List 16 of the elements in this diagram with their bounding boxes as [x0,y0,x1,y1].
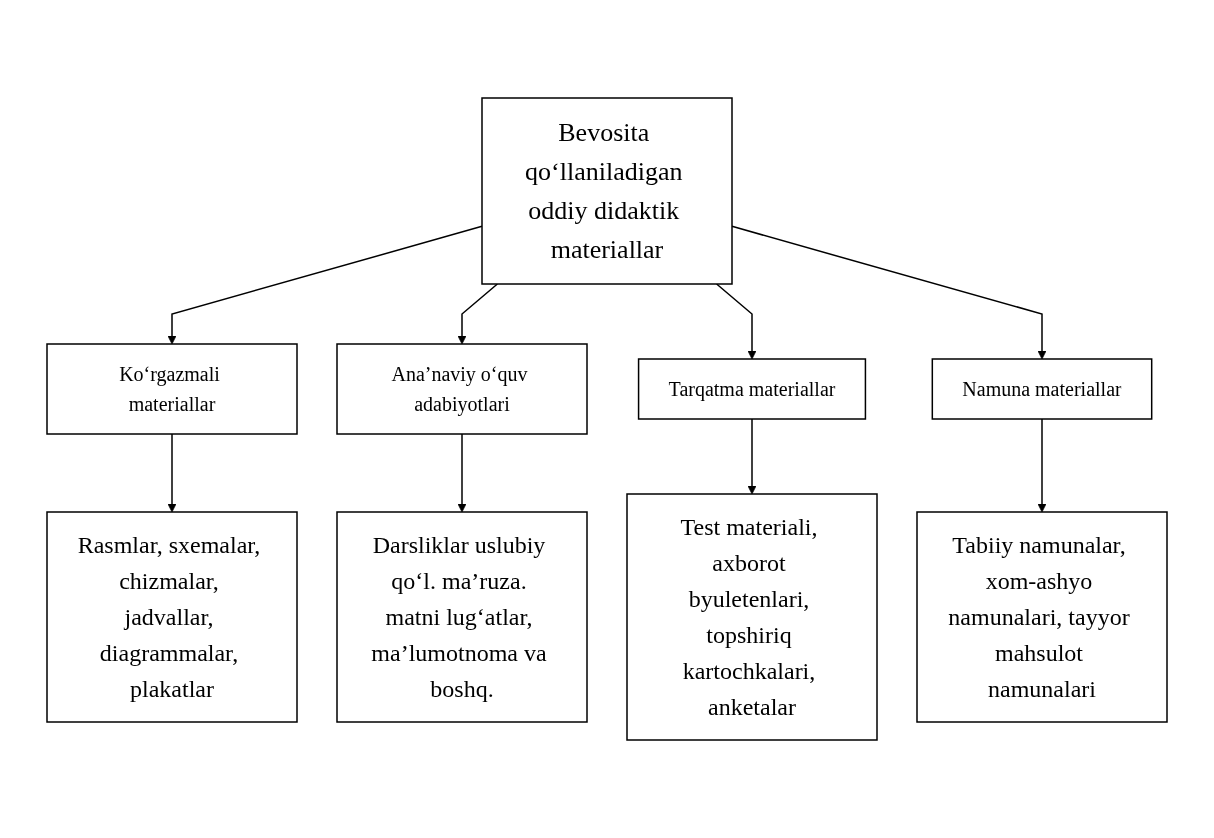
arrow [167,225,483,345]
node-box: Ana’naviy o‘quv adabiyotlari [336,343,588,435]
node-box: Rasmlar, sxemalar, chizmalar, jadvallar, diagrammalar, plakatlar [46,511,298,723]
arrow [457,283,499,345]
arrow [715,283,757,360]
node-box: Darsliklar uslubiy qo‘l. ma’ruza. matni lug‘atlar, ma’lumotnoma va boshq. [336,511,588,723]
node-box: Tabiiy namunalar, xom-ashyo namunalari, tayyor mahsulot namunalari [916,511,1168,723]
node-box: Ko‘rgazmali materiallar [46,343,298,435]
node-box: Tarqatma materiallar [637,358,867,420]
arrow [457,433,467,513]
arrow [167,433,177,513]
node-box: Test materiali, axborot byuletenlari, topshiriq kartochkalari, anketalar [626,493,878,741]
arrow [747,418,757,495]
node-box: Bevosita qo‘llaniladigan oddiy didaktik materiallar [481,97,733,285]
node-box: Namuna materiallar [931,358,1153,420]
arrow [1037,418,1047,513]
